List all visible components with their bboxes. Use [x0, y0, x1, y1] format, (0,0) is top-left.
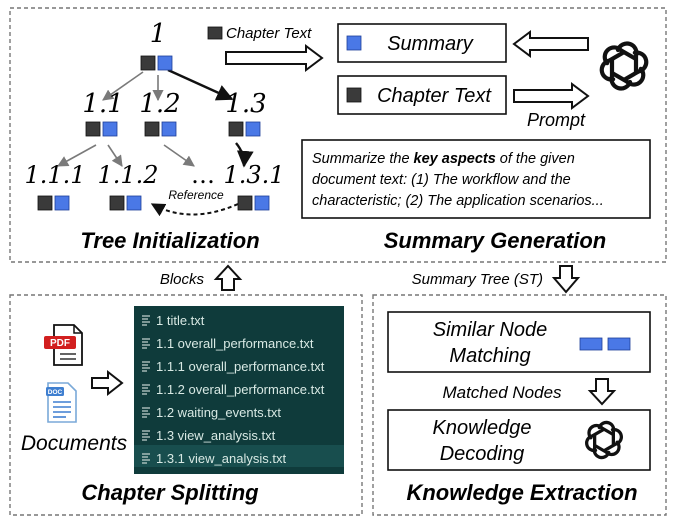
knowledge-decoding-box — [387, 409, 651, 471]
chapter-text-box — [337, 75, 507, 115]
tree-node-1: 1 — [150, 19, 167, 49]
documents-to-files-arrow — [91, 369, 124, 397]
prompt-text-line1: Summarize the key aspects of the given — [312, 151, 575, 167]
svg-text:1.2 waiting_events.txt: 1.2 waiting_events.txt — [156, 405, 281, 420]
svg-text:PDF: PDF — [50, 338, 70, 349]
chapter-splitting-frame — [9, 294, 363, 516]
chapter-to-llm-arrow — [513, 82, 590, 110]
matched-nodes-down-arrow — [587, 378, 617, 406]
svg-text:DOC: DOC — [48, 389, 63, 396]
tree-node-ellipsis: … — [191, 161, 215, 189]
chapter-splitting-title: Chapter Splitting — [81, 480, 259, 505]
chapter-text-box-label: Chapter Text — [377, 85, 492, 107]
svg-text:1.1.1 overall_performance.txt: 1.1.1 overall_performance.txt — [156, 359, 325, 374]
svg-text:1.3 view_analysis.txt: 1.3 view_analysis.txt — [156, 428, 276, 443]
chapter-text-chip — [207, 26, 223, 40]
tree-node-1-1: 1.1 — [82, 89, 123, 119]
matched-chip-b — [607, 337, 631, 351]
file-list: 1 title.txt 1.1 overall_performance.txt … — [142, 313, 325, 466]
blocks-label: Blocks — [160, 271, 205, 288]
reference-label: Reference — [168, 188, 224, 202]
file-item[interactable]: 1.1.2 overall_performance.txt — [142, 382, 325, 397]
prompt-text-line2: document text: (1) The workflow and the — [312, 172, 571, 188]
chapter-text-arrow-label: Chapter Text — [226, 25, 312, 42]
knowledge-extraction-frame — [372, 294, 667, 516]
svg-text:1 title.txt: 1 title.txt — [156, 313, 205, 328]
prompt-label: Prompt — [527, 110, 586, 130]
similar-node-matching-box — [387, 311, 651, 373]
file-item[interactable]: 1 title.txt — [142, 313, 205, 328]
tree-node-1-1-2: 1.1.2 — [97, 161, 158, 189]
summary-tree-down-arrow — [551, 265, 581, 294]
chapter-text-big-arrow — [225, 44, 324, 72]
tree-chips — [37, 55, 270, 211]
file-item[interactable]: 1.1.1 overall_performance.txt — [142, 359, 325, 374]
summary-box — [337, 23, 507, 63]
file-item[interactable]: 1.3.1 view_analysis.txt — [142, 451, 286, 466]
tree-edges — [57, 68, 254, 217]
svg-text:1.3.1 view_analysis.txt: 1.3.1 view_analysis.txt — [156, 451, 286, 466]
tree-node-1-1-1: 1.1.1 — [24, 161, 85, 189]
file-list-selected-row — [134, 445, 344, 467]
matched-nodes-label: Matched Nodes — [442, 383, 562, 402]
matching-line2: Matching — [449, 345, 530, 367]
openai-logo-icon — [598, 44, 649, 89]
svg-text:1.1.2 overall_performance.txt: 1.1.2 overall_performance.txt — [156, 382, 325, 397]
prompt-text-box — [301, 139, 651, 219]
chapter-text-box-chip — [346, 87, 362, 103]
tree-node-1-3-1: 1.3.1 — [223, 161, 284, 189]
pdf-document-icon: PDF — [44, 324, 83, 366]
prompt-text-line3: characteristic; (2) The application scen… — [312, 193, 604, 209]
summary-box-label: Summary — [387, 33, 474, 55]
file-item[interactable]: 1.2 waiting_events.txt — [142, 405, 281, 420]
decoding-line1: Knowledge — [433, 417, 532, 439]
blocks-up-arrow — [213, 264, 243, 291]
doc-document-icon: DOC — [46, 382, 77, 423]
tree-node-1-2: 1.2 — [139, 89, 180, 119]
llm-to-summary-arrow — [512, 30, 589, 58]
svg-text:1.1 overall_performance.txt: 1.1 overall_performance.txt — [156, 336, 314, 351]
decoding-line2: Decoding — [440, 443, 525, 465]
tree-node-1-3: 1.3 — [225, 89, 266, 119]
knowledge-extraction-title: Knowledge Extraction — [406, 480, 637, 505]
documents-label: Documents — [21, 432, 128, 455]
file-item[interactable]: 1.1 overall_performance.txt — [142, 336, 314, 351]
matched-chip-a — [579, 337, 603, 351]
summary-tree-label: Summary Tree (ST) — [412, 271, 543, 288]
matching-line1: Similar Node — [433, 319, 547, 341]
summary-chip — [346, 35, 362, 51]
summary-generation-title: Summary Generation — [384, 228, 607, 253]
file-item[interactable]: 1.3 view_analysis.txt — [142, 428, 276, 443]
tree-initialization-title: Tree Initialization — [80, 228, 259, 253]
